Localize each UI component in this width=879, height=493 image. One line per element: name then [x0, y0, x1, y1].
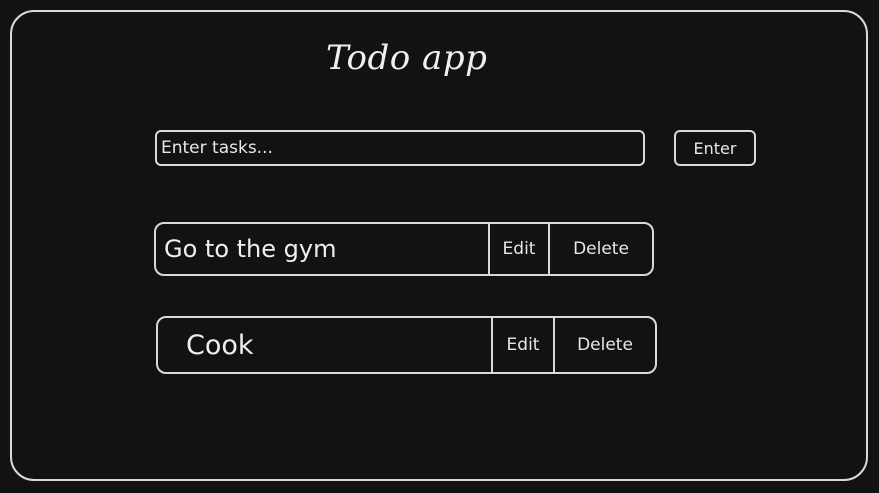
todo-item: Go to the gym Edit Delete [154, 222, 654, 276]
task-input[interactable] [155, 130, 645, 166]
page-title: Todo app [326, 38, 488, 78]
enter-button[interactable]: Enter [674, 130, 756, 166]
app-frame [10, 10, 868, 481]
delete-button[interactable]: Delete [553, 318, 655, 372]
todo-item: Cook Edit Delete [156, 316, 657, 374]
edit-button[interactable]: Edit [491, 318, 553, 372]
todo-text: Go to the gym [164, 235, 337, 263]
edit-button[interactable]: Edit [488, 224, 548, 274]
todo-text: Cook [186, 329, 254, 361]
delete-button[interactable]: Delete [548, 224, 652, 274]
